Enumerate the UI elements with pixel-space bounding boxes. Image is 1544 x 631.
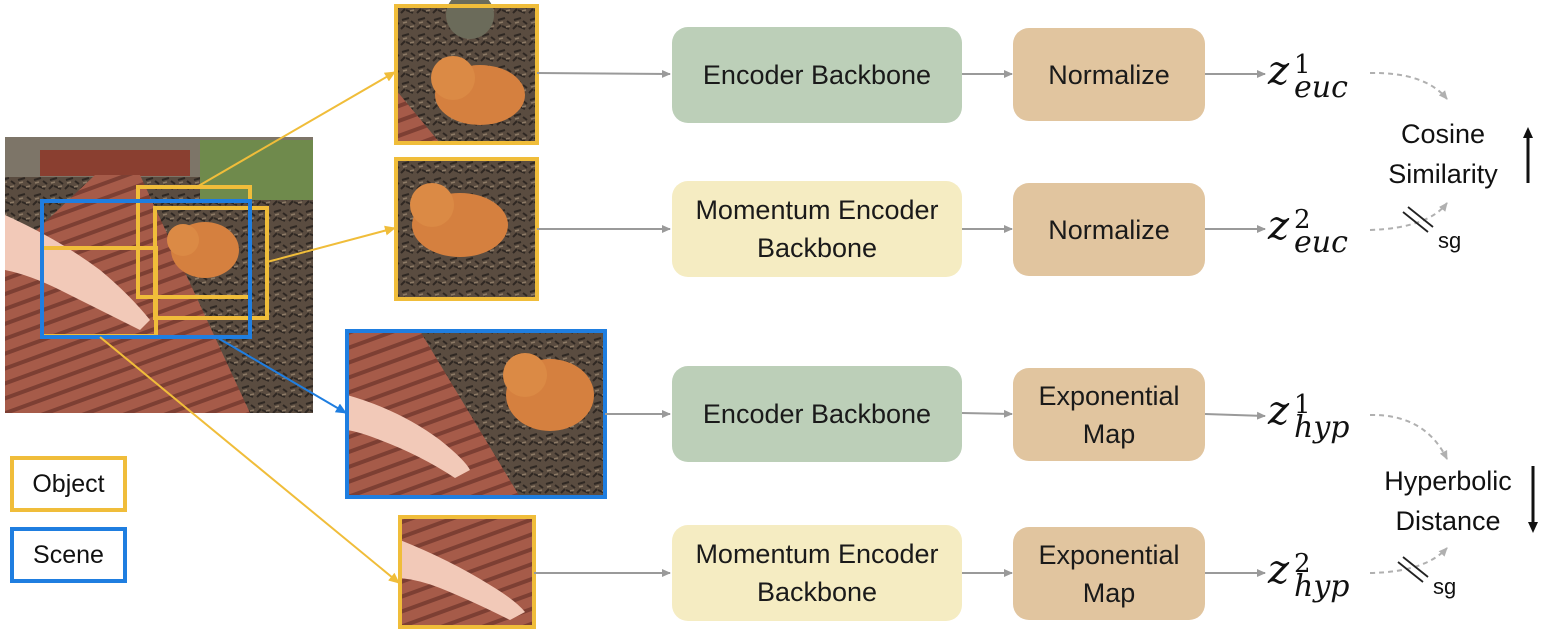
z-base: z <box>1268 547 1290 593</box>
normalize-row2: Normalize <box>1013 183 1205 276</box>
legend-scene-label: Scene <box>33 540 104 569</box>
legend-object-label: Object <box>32 469 105 498</box>
encoder-label-row1: Encoder Backbone <box>702 60 932 90</box>
crop-object-hand <box>398 515 536 629</box>
arrow-scene <box>217 337 347 414</box>
stop-grad-mark-1 <box>1402 206 1434 233</box>
z-euc-1: z 1 euc <box>1268 48 1368 108</box>
z-base: z <box>1268 388 1290 434</box>
z-hyp-1: z 1 hyp <box>1268 388 1368 448</box>
op-label-row4: Exponential Map <box>1038 539 1180 608</box>
z-euc-2: z 2 euc <box>1268 203 1368 263</box>
stop-grad-mark-2 <box>1397 556 1429 583</box>
op-label-row1: Normalize <box>1048 59 1170 90</box>
normalize-row1: Normalize <box>1013 28 1205 121</box>
arrow-op3-z <box>1204 411 1266 420</box>
encoder-backbone-row1: Encoder Backbone <box>672 27 962 123</box>
arrow-object-2 <box>266 225 396 263</box>
hyperbolic-distance-label: Hyperbolic Distance <box>1384 466 1512 536</box>
encoder-backbone-row3: Encoder Backbone <box>672 366 962 462</box>
z-subscript: euc <box>1294 70 1348 105</box>
z-superscript: 1 <box>1294 50 1311 80</box>
dash-arrow-z4-hyp <box>1369 547 1448 574</box>
arrow-object-hand <box>99 336 400 584</box>
z-subscript: hyp <box>1294 569 1350 604</box>
exponential-map-row3: Exponential Map <box>1013 368 1205 461</box>
stop-grad-label-2: sg <box>1433 574 1457 599</box>
momentum-encoder-row2: Momentum Encoder Backbone <box>672 181 962 277</box>
legend-object: Object <box>10 456 127 512</box>
z-subscript: euc <box>1294 225 1348 260</box>
arrow-enc3-op <box>961 409 1013 418</box>
z-superscript: 2 <box>1294 549 1311 579</box>
z-subscript: hyp <box>1294 410 1350 445</box>
dash-arrow-z3-hyp <box>1369 413 1448 460</box>
arrow-object-1 <box>194 71 396 189</box>
legend-scene: Scene <box>10 527 127 583</box>
encoder-label-row3: Encoder Backbone <box>702 399 932 429</box>
stop-grad-label-1: sg <box>1438 228 1462 253</box>
crop-object-1 <box>394 0 539 145</box>
cosine-similarity-label: Cosine Similarity <box>1388 119 1498 189</box>
z-base: z <box>1268 203 1290 249</box>
z-superscript: 1 <box>1294 390 1311 420</box>
scene-box <box>40 199 252 339</box>
crop-object-2 <box>394 157 539 301</box>
dash-arrow-z1-cos <box>1369 71 1448 100</box>
dash-arrow-z2-cos <box>1369 202 1448 231</box>
op-label-row3: Exponential Map <box>1038 380 1180 449</box>
encoder-label-row2: Momentum Encoder Backbone <box>695 195 939 263</box>
arrow-crop1-encoder <box>536 69 671 78</box>
exponential-map-row4: Exponential Map <box>1013 527 1205 620</box>
momentum-encoder-row4: Momentum Encoder Backbone <box>672 525 962 621</box>
z-hyp-2: z 2 hyp <box>1268 547 1368 607</box>
z-base: z <box>1268 48 1290 94</box>
encoder-label-row4: Momentum Encoder Backbone <box>695 539 939 607</box>
crop-scene <box>345 329 607 499</box>
z-superscript: 2 <box>1294 205 1311 235</box>
op-label-row2: Normalize <box>1048 214 1170 245</box>
